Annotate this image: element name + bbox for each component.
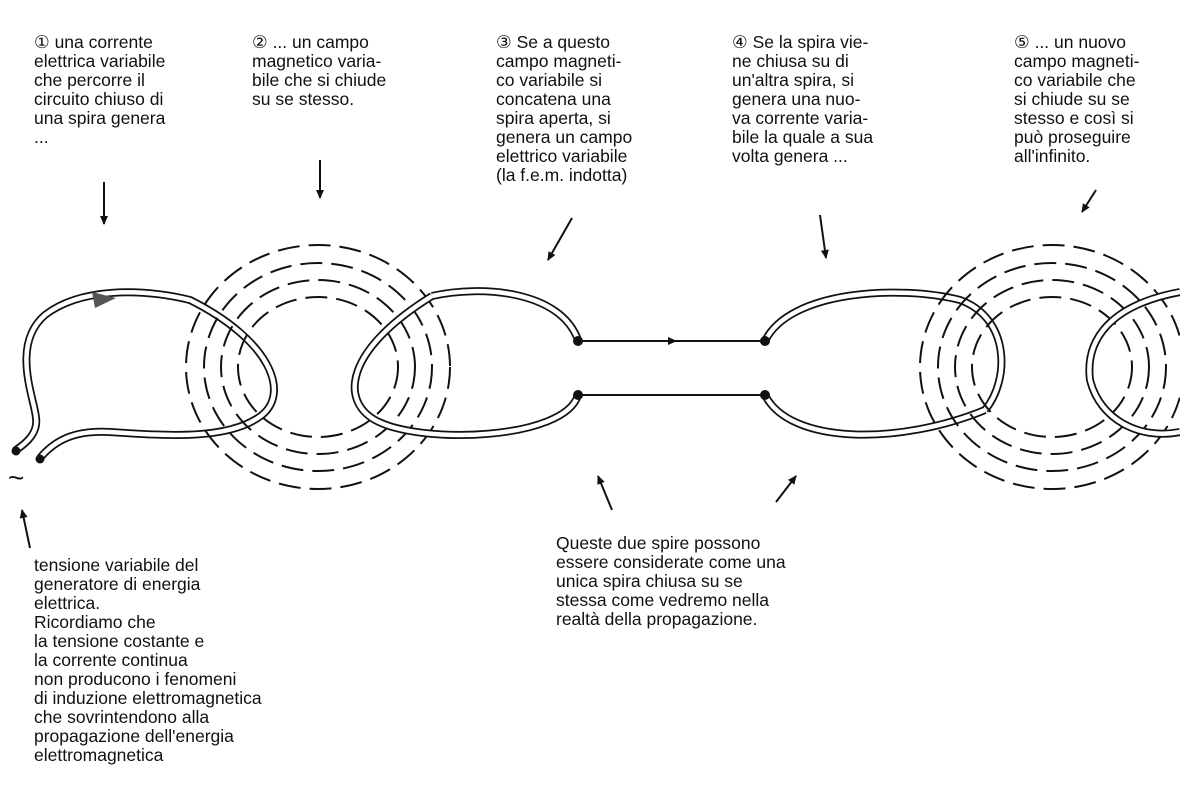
current-direction-arrow — [92, 292, 116, 308]
arrow-generator — [19, 509, 31, 549]
pointer-arrows — [19, 160, 1097, 549]
magnetic-field-2 — [919, 244, 1180, 490]
caption-step3: ③ Se a questo campo magneti- co variabil… — [496, 14, 660, 185]
arrow-step5 — [1081, 189, 1097, 213]
caption-step1: ① una corrente elettrica variabile che p… — [34, 14, 198, 147]
caption-step4: ④ Se la spira vie- ne chiusa su di un'al… — [732, 14, 894, 166]
arrow-step4 — [819, 214, 829, 259]
terminal-dot — [760, 336, 770, 346]
caption-generator: tensione variabile del generatore di ene… — [34, 555, 262, 765]
loop-3-wire — [760, 288, 1006, 439]
caption-two-loops: Queste due spire possono essere consider… — [556, 533, 786, 629]
caption-text: una corrente elettrica variabile che per… — [34, 32, 166, 147]
arrow-two-loops-left — [597, 475, 613, 511]
caption-step2: ② ... un campo magnetico varia- bile che… — [252, 14, 420, 109]
loop-2-open — [350, 287, 583, 439]
step-number: ① — [34, 32, 50, 52]
caption-text: Se a questo campo magneti- co variabile … — [496, 32, 633, 185]
step-number: ④ — [732, 32, 748, 52]
caption-text: ... un nuovo campo magneti- co variabile… — [1014, 32, 1140, 166]
terminal-dot — [11, 446, 21, 456]
loop-1-wire — [11, 288, 278, 464]
caption-text: Se la spira vie- ne chiusa su di un'altr… — [732, 32, 874, 166]
step-number: ② — [252, 32, 268, 52]
caption-text: ... un campo magnetico varia- bile che s… — [252, 32, 387, 109]
step-number: ⑤ — [1014, 32, 1030, 52]
magnetic-field-1 — [185, 244, 451, 490]
terminal-dot — [760, 390, 770, 400]
step-number: ③ — [496, 32, 512, 52]
arrow-step3 — [547, 217, 573, 261]
arrow-two-loops-right — [775, 475, 797, 503]
caption-step5: ⑤ ... un nuovo campo magneti- co variabi… — [1014, 14, 1164, 166]
connecting-wires — [578, 337, 765, 396]
terminal-dot — [35, 454, 45, 464]
loop-4-partial — [1085, 288, 1180, 438]
ac-source-symbol: ~ — [8, 462, 25, 493]
